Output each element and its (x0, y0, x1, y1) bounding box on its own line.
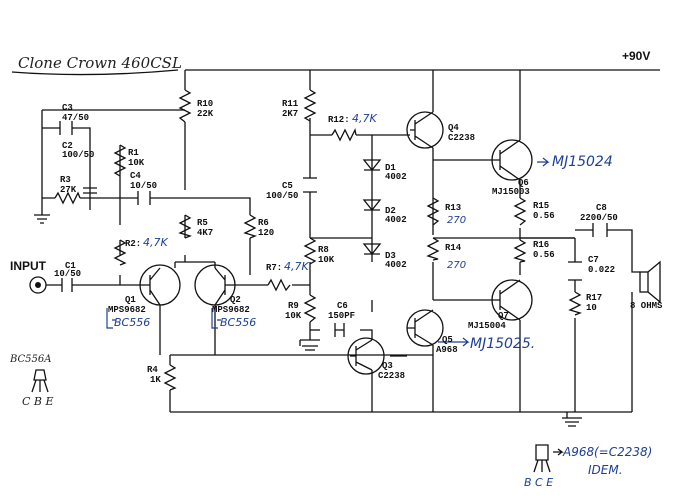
pinout-right-part: A968 (562, 445, 594, 459)
r12-value: 4,7K (352, 112, 377, 125)
r13-label: R13 (445, 203, 461, 213)
q2-substitute: BC556 (220, 316, 256, 329)
q1-substitute: BC556 (114, 316, 150, 329)
r9-label: R9 (288, 301, 299, 311)
q7-label: Q7 (498, 311, 509, 321)
r8-value: 10K (318, 255, 335, 265)
c2-label: C2 (62, 141, 73, 151)
pinout-right-pins: B C E (524, 476, 553, 489)
q2-label: Q2 (230, 295, 241, 305)
transistors (135, 111, 533, 375)
q1-value: MPS9682 (108, 305, 146, 315)
r1-value: 10K (128, 158, 145, 168)
c1-value: 10/50 (54, 269, 81, 279)
r10-label: R10 (197, 99, 213, 109)
r5-label: R5 (197, 218, 208, 228)
pinout-left-pins: C B E (22, 395, 54, 408)
schematic-title: Clone Crown 460CSL (18, 54, 182, 72)
r12-label: R12: (328, 115, 350, 125)
d1-label: D1 (385, 163, 396, 173)
r17-value: 10 (586, 303, 597, 313)
r4-label: R4 (147, 365, 158, 375)
c4-value: 10/50 (130, 181, 157, 191)
q6-substitute: MJ15024 (552, 154, 613, 170)
r6-value: 120 (258, 228, 274, 238)
connectors (29, 260, 661, 304)
c2-value: 100/50 (62, 150, 94, 160)
q3-label: Q3 (382, 361, 393, 371)
r4-value: 1K (150, 375, 161, 385)
q4-value: C2238 (448, 133, 475, 143)
c5-value: 100/50 (266, 191, 298, 201)
c8-value: 2200/50 (580, 213, 618, 223)
q3-value: C2238 (378, 371, 405, 381)
c7-value: 0.022 (588, 265, 615, 275)
d3-label: D3 (385, 251, 396, 261)
q6-label: Q6 (518, 178, 529, 188)
q1-label: Q1 (125, 295, 136, 305)
r11-label: R11 (282, 99, 299, 109)
capacitors (59, 121, 608, 337)
r10-value: 22K (197, 109, 214, 119)
r8-label: R8 (318, 245, 329, 255)
speaker-icon (639, 271, 649, 293)
handwritten-marks (11, 69, 564, 473)
d3-value: 4002 (385, 260, 407, 270)
q5-value: A968 (436, 345, 458, 355)
q6-value: MJ15003 (492, 187, 530, 197)
q7-value: MJ15004 (468, 321, 506, 331)
q5-label: Q5 (442, 335, 453, 345)
r3-value: 27K (60, 185, 77, 195)
r17-label: R17 (586, 293, 602, 303)
wiring (34, 69, 660, 427)
labels: Clone Crown 460CSL +90V INPUT 8 OHMS R10… (9, 49, 663, 489)
pinout-left-part: BC556A (9, 354, 52, 365)
d2-value: 4002 (385, 215, 407, 225)
c5-label: C5 (282, 181, 293, 191)
c4-label: C4 (130, 171, 141, 181)
pinout-right-equiv: (=C2238) (594, 445, 652, 459)
r7-value: 4,7K (284, 260, 309, 273)
r13-value: 270 (447, 215, 466, 226)
r14-label: R14 (445, 243, 462, 253)
c1-label: C1 (65, 261, 76, 271)
diodes (362, 159, 382, 256)
c3-label: C3 (62, 103, 73, 113)
d2-label: D2 (385, 206, 396, 216)
c3-value: 47/50 (62, 113, 89, 123)
c6-label: C6 (337, 301, 348, 311)
c6-value: 150PF (328, 311, 355, 321)
r9-value: 10K (285, 311, 302, 321)
input-jack-icon[interactable] (29, 276, 47, 294)
r14-value: 270 (447, 260, 466, 271)
r1-label: R1 (128, 148, 139, 158)
r15-value: 0.56 (533, 211, 555, 221)
q4-label: Q4 (448, 123, 459, 133)
pinout-right-note: IDEM. (588, 463, 623, 477)
speaker-label: 8 OHMS (630, 301, 663, 311)
resistors (54, 89, 582, 391)
r2-value: 4,7K (143, 236, 168, 249)
r6-label: R6 (258, 218, 269, 228)
c7-label: C7 (588, 255, 599, 265)
q5-substitute: MJ15025. (470, 336, 535, 352)
r16-label: R16 (533, 240, 549, 250)
c8-label: C8 (596, 203, 607, 213)
supply-voltage-label: +90V (622, 49, 650, 63)
d1-value: 4002 (385, 172, 407, 182)
r16-value: 0.56 (533, 250, 555, 260)
r15-label: R15 (533, 201, 549, 211)
r3-label: R3 (60, 175, 71, 185)
q2-value: MPS9682 (212, 305, 250, 315)
r11-value: 2K7 (282, 109, 298, 119)
r2-label: R2: (125, 239, 141, 249)
input-label: INPUT (10, 259, 47, 273)
r7-label: R7: (266, 263, 282, 273)
r5-value: 4K7 (197, 228, 213, 238)
